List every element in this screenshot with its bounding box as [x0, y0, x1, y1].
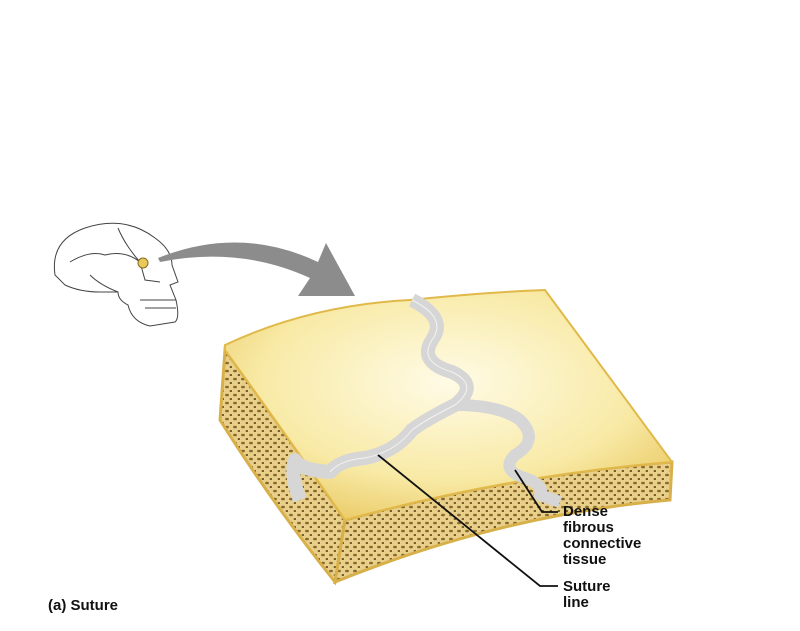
label-line: Dense: [563, 503, 609, 520]
leader-line-dense-tissue: [514, 469, 558, 513]
figure-caption: (a) Suture: [48, 597, 119, 614]
label-line: fibrous: [563, 519, 614, 536]
label-suture-line: Suture line: [563, 579, 611, 611]
bone-block: [218, 288, 674, 586]
label-line: line: [563, 594, 589, 611]
label-line: Suture: [563, 578, 611, 595]
skull-icon: [53, 222, 179, 327]
label-line: tissue: [563, 551, 607, 568]
leader-line-suture: [377, 454, 558, 587]
label-dense-fibrous-connective-tissue: Dense fibrous connective tissue: [563, 504, 641, 568]
arrow-icon: [158, 242, 355, 296]
label-line: connective: [563, 535, 642, 552]
